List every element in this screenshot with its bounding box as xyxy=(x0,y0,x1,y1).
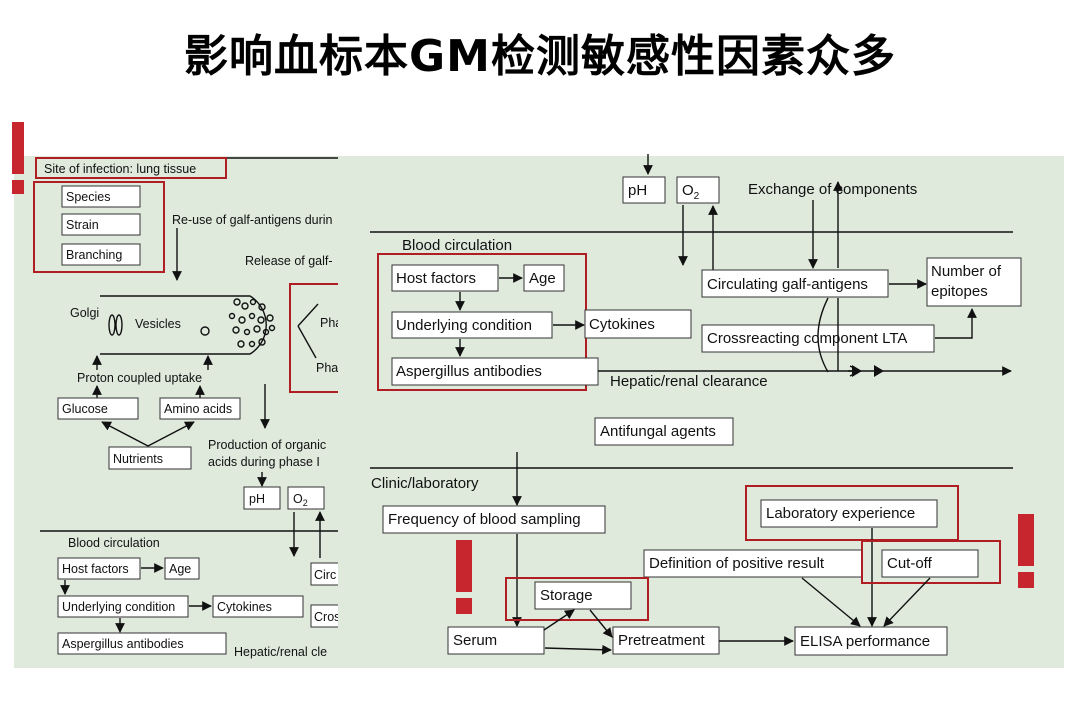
labexp-label: Laboratory experience xyxy=(766,505,915,522)
pretreatment-box xyxy=(612,626,720,655)
left-age-box xyxy=(164,557,200,580)
left-cros-label: Cros xyxy=(314,610,340,624)
exchange-label: Exchange of components xyxy=(748,181,917,198)
left-ph-label: pH xyxy=(249,492,265,506)
serum-label: Serum xyxy=(453,632,497,649)
right-host-box xyxy=(391,264,499,292)
right-underlying-label: Underlying condition xyxy=(396,317,532,334)
crossover-arc xyxy=(817,297,829,373)
right-cytokines-label: Cytokines xyxy=(589,316,655,333)
species-box xyxy=(61,185,141,208)
cutoff-label: Cut-off xyxy=(887,555,933,572)
labexp-box xyxy=(760,499,938,528)
cutoff-box xyxy=(881,549,979,578)
branching-label: Branching xyxy=(66,248,122,262)
glucose-box xyxy=(57,397,139,420)
cutoff-highlight xyxy=(861,540,1001,584)
exclamation-mark-1 xyxy=(12,122,24,174)
golgi-label: Golgi xyxy=(70,306,99,320)
site-highlight xyxy=(35,157,227,179)
clinic-label: Clinic/laboratory xyxy=(371,475,479,492)
right-cytokines-box xyxy=(584,309,692,339)
proton-label: Proton coupled uptake xyxy=(77,371,202,385)
strain-label: Strain xyxy=(66,218,99,232)
epitopes-label-2: epitopes xyxy=(931,283,988,300)
right-ph-label: pH xyxy=(628,182,647,199)
branching-box xyxy=(61,243,141,266)
left-underlying-label: Underlying condition xyxy=(62,600,175,614)
left-o2-box xyxy=(287,486,325,510)
species-highlight xyxy=(33,181,165,273)
site-label: Site of infection: lung tissue xyxy=(44,162,196,176)
labexp-highlight xyxy=(745,485,959,541)
pretreatment-label: Pretreatment xyxy=(618,632,706,649)
production-label-2: acids during phase I xyxy=(208,455,320,469)
nutrients-box xyxy=(108,446,192,470)
production-label-1: Production of organic xyxy=(208,438,326,452)
antifungal-label: Antifungal agents xyxy=(600,423,716,440)
page-title: 影响血标本GM检测敏感性因素众多 xyxy=(184,31,896,82)
left-cytokines-label: Cytokines xyxy=(217,600,272,614)
right-age-box xyxy=(523,264,565,292)
reuse-label: Re-use of galf-antigens durin xyxy=(172,213,333,227)
right-age-label: Age xyxy=(529,270,556,287)
right-o2-box xyxy=(676,176,720,204)
frequency-label: Frequency of blood sampling xyxy=(388,511,581,528)
frequency-box xyxy=(382,505,606,534)
left-blood-label: Blood circulation xyxy=(68,536,160,550)
serum-box xyxy=(447,626,545,655)
right-host-label: Host factors xyxy=(396,270,476,287)
vesicle-cluster xyxy=(228,298,276,348)
amino-label: Amino acids xyxy=(164,402,232,416)
definition-box xyxy=(643,549,863,578)
left-asp-box xyxy=(57,632,227,655)
left-host-box xyxy=(57,557,141,580)
left-asp-label: Aspergillus antibodies xyxy=(62,637,184,651)
right-asp-label: Aspergillus antibodies xyxy=(396,363,542,380)
right-o2-label: O2 xyxy=(682,182,700,202)
release-label: Release of galf- xyxy=(245,254,333,268)
left-host-label: Host factors xyxy=(62,562,129,576)
amino-box xyxy=(159,397,241,420)
phase-label-1: Pha xyxy=(320,316,342,330)
right-blood-label: Blood circulation xyxy=(402,237,512,254)
storage-box xyxy=(534,581,632,610)
phase-label-2: Pha xyxy=(316,361,338,375)
storage-highlight xyxy=(505,577,649,621)
circulating-box xyxy=(701,269,889,298)
definition-label: Definition of positive result xyxy=(649,555,825,572)
left-o2-label: O2 xyxy=(293,492,308,508)
circulating-label: Circulating galf-antigens xyxy=(707,276,868,293)
exclamation-mark-2 xyxy=(456,540,472,592)
left-age-label: Age xyxy=(169,562,191,576)
left-cytokines-box xyxy=(212,595,304,618)
elisa-label: ELISA performance xyxy=(800,633,930,650)
storage-label: Storage xyxy=(540,587,593,604)
right-ph-box xyxy=(622,176,666,204)
crossreacting-label: Crossreacting component LTA xyxy=(707,330,907,347)
exclamation-mark-3 xyxy=(1018,514,1034,566)
left-circ-label: Circ xyxy=(314,568,336,582)
epitopes-label-1: Number of xyxy=(931,263,1002,280)
left-ph-box xyxy=(243,486,281,510)
epitopes-box xyxy=(926,257,1022,307)
left-underlying-box xyxy=(57,595,189,618)
species-label: Species xyxy=(66,190,110,204)
right-hepatic-label: Hepatic/renal clearance xyxy=(610,373,768,390)
glucose-label: Glucose xyxy=(62,402,108,416)
strain-box xyxy=(61,213,141,236)
antifungal-box xyxy=(594,417,734,446)
elisa-box xyxy=(794,626,948,656)
vesicles-label: Vesicles xyxy=(135,317,181,331)
left-hepatic-label: Hepatic/renal cle xyxy=(234,645,327,659)
nutrients-label: Nutrients xyxy=(113,452,163,466)
right-underlying-box xyxy=(391,311,553,339)
